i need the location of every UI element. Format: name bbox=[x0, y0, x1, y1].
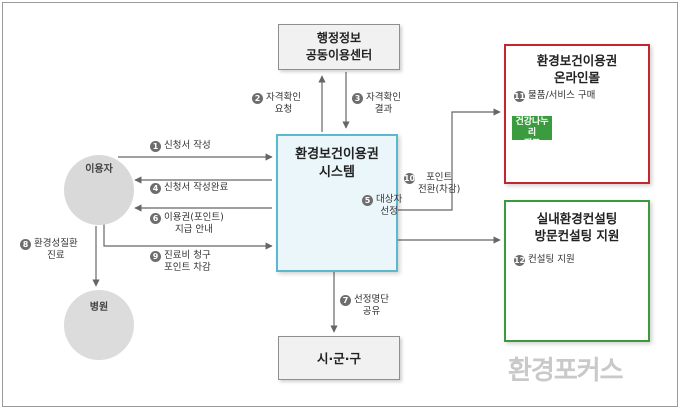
step-9-number: 9 bbox=[150, 251, 161, 262]
watermark-logo: 환경포커스 bbox=[508, 356, 624, 386]
camp-line2: 캠프 bbox=[523, 139, 541, 149]
step-8-line2: 진료 bbox=[47, 250, 65, 261]
user-circle bbox=[64, 155, 134, 225]
step-12-number: 12 bbox=[513, 255, 526, 266]
step-3-number: 3 bbox=[352, 93, 363, 104]
step-10-line2: 전환(차감) bbox=[418, 184, 461, 195]
step-8-label: 8 환경성질환 진료 bbox=[20, 238, 78, 262]
step-9-line2: 포인트 차감 bbox=[164, 262, 211, 273]
voucher-system-box: 환경보건이용권 시스템 bbox=[276, 134, 398, 272]
step-3-line2: 결과 bbox=[374, 104, 393, 115]
step-9-line1: 진료비 청구 bbox=[164, 250, 211, 261]
user-label: 이용자 bbox=[85, 164, 113, 175]
local-gov-label: 시·군·구 bbox=[317, 350, 361, 366]
consulting-title-line1: 실내환경컨설팅 bbox=[536, 211, 618, 226]
step-4-label: 4 신청서 작성완료 bbox=[150, 182, 228, 194]
step-11-label: 11 물품/서비스 구매 bbox=[514, 90, 595, 102]
step-5-line1: 대상자 bbox=[376, 194, 403, 205]
hospital-circle bbox=[64, 290, 134, 360]
step-8-number: 8 bbox=[20, 239, 31, 250]
arrow-step9 bbox=[103, 222, 273, 250]
camp-line1: 건강나누리 bbox=[515, 117, 549, 138]
step-12-label: 12 컨설팅 지원 bbox=[514, 254, 575, 266]
step-3-line1: 자격확인 bbox=[366, 92, 401, 103]
step-1-label: 1 신청서 작성 bbox=[150, 140, 211, 152]
step-3-label: 3 자격확인 결과 bbox=[352, 92, 401, 116]
system-title-line2: 시스템 bbox=[319, 165, 355, 180]
step-8-line1: 환경성질환 bbox=[34, 238, 78, 249]
step-11-text: 물품/서비스 구매 bbox=[528, 90, 596, 101]
step-4-text: 신청서 작성완료 bbox=[164, 182, 229, 193]
step-2-label: 2 자격확인 요청 bbox=[252, 92, 301, 116]
arrow-step10 bbox=[398, 108, 501, 211]
local-gov-box: 시·군·구 bbox=[278, 336, 400, 380]
step-6-line1: 이용권(포인트) bbox=[164, 212, 224, 223]
online-mall-title-line2: 온라인몰 bbox=[553, 70, 600, 85]
step-1-number: 1 bbox=[150, 141, 161, 152]
online-mall-title-line1: 환경보건이용권 bbox=[536, 53, 618, 68]
step-5-line2: 선정 bbox=[380, 206, 398, 217]
step-7-line1: 선정명단 bbox=[354, 294, 389, 305]
consulting-card: 실내환경컨설팅 방문컨설팅 지원 bbox=[504, 200, 650, 342]
step-7-label: 7 선정명단 공유 bbox=[340, 294, 389, 318]
step-1-text: 신청서 작성 bbox=[164, 140, 211, 151]
step-6-label: 6 이용권(포인트) 지급 안내 bbox=[150, 212, 224, 236]
step-9-label: 9 진료비 청구 포인트 차감 bbox=[150, 250, 211, 274]
step-6-line2: 지급 안내 bbox=[174, 224, 213, 235]
step-5-label: 5 대상자 선정 bbox=[362, 194, 402, 218]
hospital-label: 병원 bbox=[89, 302, 109, 313]
consulting-title-line2: 방문컨설팅 지원 bbox=[534, 228, 620, 243]
step-10-label: 10 포인트 전환(차감) bbox=[404, 172, 460, 196]
step-7-number: 7 bbox=[340, 295, 351, 306]
step-10-line1: 포인트 bbox=[426, 172, 453, 183]
step-2-line1: 자격확인 bbox=[266, 92, 301, 103]
step-2-line2: 요청 bbox=[274, 104, 293, 115]
step-11-number: 11 bbox=[513, 91, 526, 102]
admin-center-line1: 행정정보 bbox=[316, 31, 362, 45]
admin-center-line2: 공동이용센터 bbox=[305, 48, 373, 62]
step-6-number: 6 bbox=[150, 213, 161, 224]
health-camp-badge: 건강나누리 캠프 bbox=[512, 116, 552, 149]
step-4-number: 4 bbox=[150, 183, 161, 194]
step-5-number: 5 bbox=[362, 195, 373, 206]
step-10-number: 10 bbox=[403, 173, 416, 184]
admin-info-center-box: 행정정보 공동이용센터 bbox=[278, 24, 400, 70]
step-7-line2: 공유 bbox=[362, 306, 381, 317]
step-12-text: 컨설팅 지원 bbox=[528, 254, 575, 265]
online-mall-card: 환경보건이용권 온라인몰 bbox=[504, 44, 650, 184]
system-title-line1: 환경보건이용권 bbox=[295, 147, 379, 162]
step-2-number: 2 bbox=[252, 93, 263, 104]
